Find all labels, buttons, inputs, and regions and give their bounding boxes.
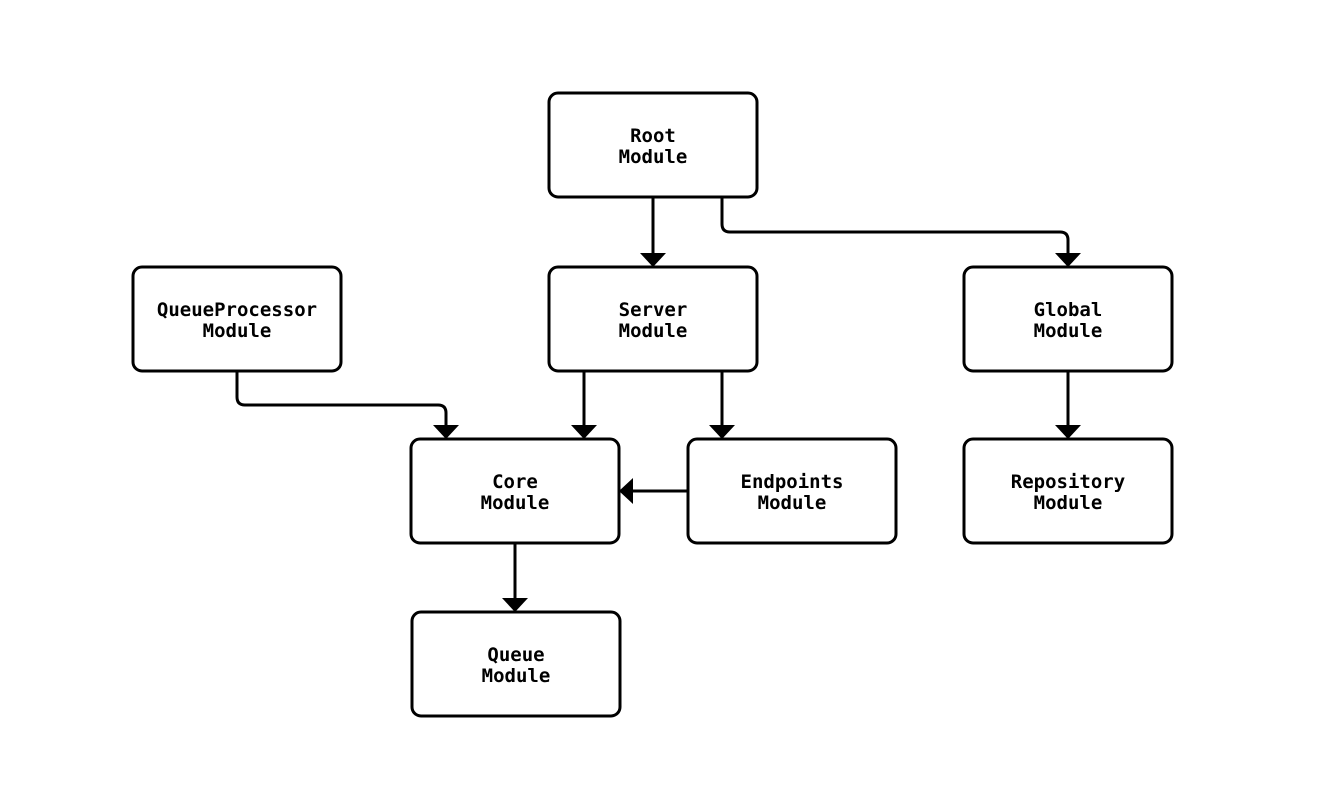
node-label-line2: Module xyxy=(1034,320,1103,342)
node-global-module: Global Module xyxy=(962,265,1174,373)
arrowhead-left-icon xyxy=(619,478,633,504)
node-repository-module: Repository Module xyxy=(962,437,1174,545)
arrowhead-down-icon xyxy=(433,425,459,439)
arrowhead-down-icon xyxy=(640,253,666,267)
node-label-line1: Queue xyxy=(487,644,544,666)
edge-server-to-core xyxy=(571,371,597,439)
node-label-line2: Module xyxy=(619,146,688,168)
edge-core-to-queue xyxy=(502,543,528,612)
node-server-module: Server Module xyxy=(547,265,759,373)
edge-root-to-global xyxy=(720,197,1081,267)
node-label-line2: Module xyxy=(619,320,688,342)
node-box xyxy=(131,265,343,373)
node-core-module: Core Module xyxy=(409,437,621,545)
edge-server-to-endpoints xyxy=(709,371,735,439)
node-box xyxy=(547,265,759,373)
arrowhead-down-icon xyxy=(709,425,735,439)
node-queue-module: Queue Module xyxy=(410,610,622,718)
arrowhead-down-icon xyxy=(571,425,597,439)
node-box xyxy=(547,91,759,199)
arrowhead-down-icon xyxy=(1055,425,1081,439)
node-label-line1: QueueProcessor xyxy=(157,299,317,321)
node-box xyxy=(686,437,898,545)
edge-queueprocessor-to-core xyxy=(235,371,459,439)
arrowhead-down-icon xyxy=(1055,253,1081,267)
node-label-line2: Module xyxy=(482,665,551,687)
node-box xyxy=(409,437,621,545)
node-root-module: Root Module xyxy=(547,91,759,199)
node-label-line2: Module xyxy=(481,492,550,514)
node-box xyxy=(962,437,1174,545)
node-label-line1: Endpoints xyxy=(741,471,844,493)
node-label-line1: Global xyxy=(1034,299,1103,321)
node-label-line2: Module xyxy=(758,492,827,514)
node-label-line1: Core xyxy=(492,471,538,493)
node-box xyxy=(962,265,1174,373)
edge-root-to-server xyxy=(640,197,666,267)
edge-line xyxy=(720,197,1070,253)
node-box xyxy=(410,610,622,718)
node-label-line1: Root xyxy=(630,125,676,147)
arrowhead-down-icon xyxy=(502,598,528,612)
edge-endpoints-to-core xyxy=(619,478,688,504)
node-queueprocessor-module: QueueProcessor Module xyxy=(131,265,343,373)
node-label-line1: Repository xyxy=(1011,471,1125,493)
node-label-line2: Module xyxy=(203,320,272,342)
node-label-line2: Module xyxy=(1034,492,1103,514)
edge-global-to-repository xyxy=(1055,371,1081,439)
node-label-line1: Server xyxy=(619,299,688,321)
edge-line xyxy=(235,371,448,425)
node-endpoints-module: Endpoints Module xyxy=(686,437,898,545)
